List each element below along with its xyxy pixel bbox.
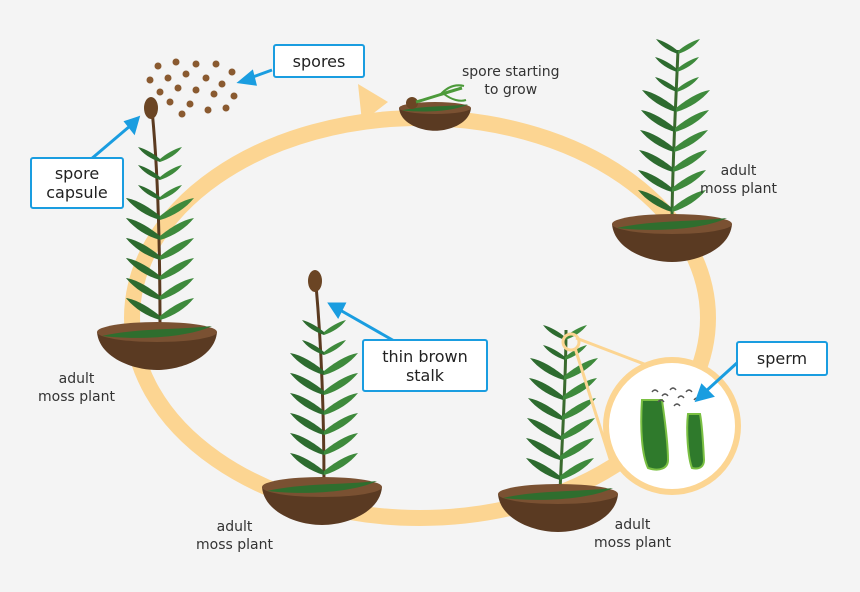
label-line: adult [720,163,757,179]
adult-moss-plant-top-right [612,39,732,262]
label-line: moss plant [700,181,777,197]
sperm-organ-large [640,399,670,471]
label-line: adult [614,517,651,533]
label-line: adult [216,519,253,535]
label-line: moss plant [196,537,273,553]
sperm-organ-small [686,413,706,470]
label-spore-starting-to-grow: spore starting to grow [462,63,560,99]
adult-moss-plant-bottom-middle [262,270,382,525]
label-line: adult [58,371,95,387]
adult-moss-plant-left [97,97,217,370]
spore-dots [146,58,238,118]
callout-thin-brown-stalk: thin brown stalk [362,339,488,392]
callout-text: stalk [405,365,445,385]
label-adult-moss-plant-bottom-middle: adult moss plant [196,518,273,554]
label-line: moss plant [38,389,115,405]
callout-arrows [89,68,740,403]
label-adult-moss-plant-top-right: adult moss plant [700,162,777,198]
sprouting-spore [399,84,471,131]
label-line: moss plant [594,535,671,551]
sperm-cells [651,387,701,407]
label-adult-moss-plant-bottom-right: adult moss plant [594,516,671,552]
sperm-magnifier [561,332,741,495]
cycle-arrowhead [358,84,388,122]
label-line: spore starting [462,64,560,80]
callout-spore-capsule: spore capsule [30,157,124,209]
callout-text: sperm [756,349,808,368]
callout-text: spore [54,164,100,183]
callout-text: thin brown [382,346,468,366]
callout-text: capsule [46,183,108,202]
callout-sperm: sperm [736,341,828,376]
label-line: to grow [484,82,538,98]
callout-spores: spores [273,44,365,78]
callout-text: spores [292,51,346,71]
label-adult-moss-plant-left: adult moss plant [38,370,115,406]
spore-capsule [144,97,158,119]
